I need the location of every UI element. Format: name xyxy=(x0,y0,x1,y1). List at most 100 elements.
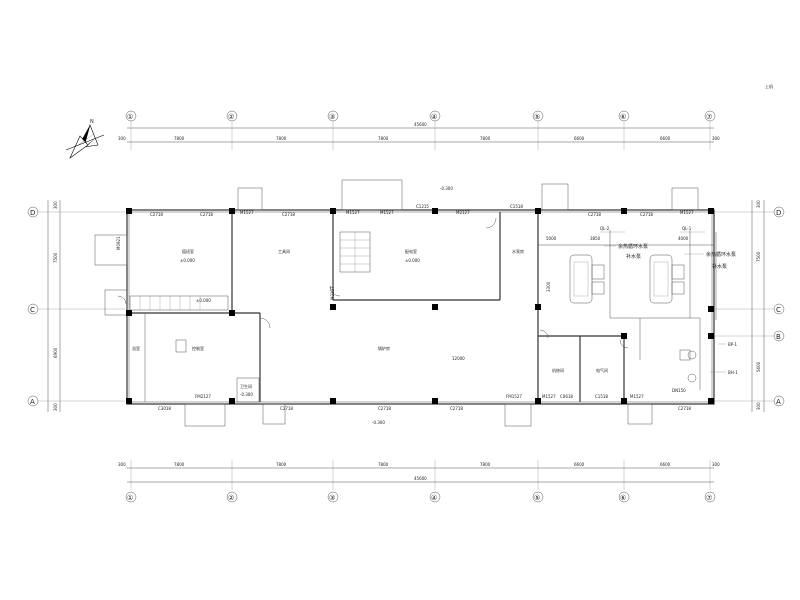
equipment-label: BP-1 xyxy=(728,342,738,347)
bottom-total-dim: 45600 xyxy=(414,476,427,481)
bottom-dim: 7800 xyxy=(276,462,287,467)
opening-label: FM2127 xyxy=(195,394,211,399)
left-axis-letters: D C A 300 7500 6900 300 xyxy=(27,200,125,412)
room-label: 电气间 xyxy=(596,367,608,373)
level-mark: ±0.000 xyxy=(196,298,211,303)
opening-label: C1518 xyxy=(595,394,608,399)
top-axis-numbers: ① ② ③ ④ ⑤ ⑥ ⑦ xyxy=(125,110,716,122)
opening-label: C2718 xyxy=(150,212,163,217)
opening-label: M2127 xyxy=(330,286,335,300)
opening-label: FM1527 xyxy=(506,394,522,399)
boiler-equipment: QL-2 QL-1 余热循环水泵 补水泵 余热循环水泵 补水泵 BP-1 BH-… xyxy=(452,226,738,393)
bottom-dim: 300 xyxy=(712,462,720,467)
right-axis-letters: D C B A 300 7500 5600 300 xyxy=(714,200,785,412)
north-arrow-icon: N xyxy=(65,119,105,159)
axis-d-left: D xyxy=(30,209,35,217)
axis-6-bottom: ⑥ xyxy=(620,494,626,502)
axis-4-bottom: ④ xyxy=(431,494,437,502)
axis-a-left: A xyxy=(30,398,35,406)
axis-c-left: C xyxy=(30,306,35,314)
equipment-label: 4000 xyxy=(678,236,689,241)
axis-2-bottom: ② xyxy=(228,494,234,502)
room-label: 水泵房 xyxy=(512,248,524,254)
right-dim: 7500 xyxy=(756,251,761,262)
axis-1-top: ① xyxy=(127,113,133,121)
opening-label: C2718 xyxy=(280,406,293,411)
building-walls xyxy=(94,179,715,427)
equipment-label: 补水泵 xyxy=(626,253,641,260)
opening-label: C3018 xyxy=(158,406,171,411)
equipment-label: 3300 xyxy=(546,281,551,292)
axis-7-top: ⑦ xyxy=(706,113,712,121)
axis-5-bottom: ⑤ xyxy=(534,494,540,502)
top-dim: 300 xyxy=(712,136,720,141)
right-dim: 5600 xyxy=(756,361,761,372)
bottom-dim: 300 xyxy=(118,462,126,467)
opening-label: M2127 xyxy=(456,210,470,215)
opening-label: C2718 xyxy=(450,406,463,411)
left-dim: 300 xyxy=(53,403,58,411)
level-mark: ±0.000 xyxy=(405,258,420,263)
axis-4-top: ④ xyxy=(431,113,437,121)
room-label: 值班室 xyxy=(182,248,194,254)
corner-label: 上机 xyxy=(765,83,773,89)
equipment-label: DN150 xyxy=(672,388,686,393)
bottom-axis-numbers: ① ② ③ ④ ⑤ ⑥ ⑦ xyxy=(125,491,716,503)
bottom-dim: 7800 xyxy=(480,462,491,467)
opening-label: M1527 xyxy=(346,210,360,215)
level-mark: -0.300 xyxy=(240,392,253,397)
opening-label: M1527 xyxy=(542,394,556,399)
room-labels: 值班室 工具间 配电室 水泵房 锅炉房 控制室 机修间 电气间 卫生间 浴室 xyxy=(132,248,608,389)
top-total-dim: 45600 xyxy=(414,122,427,127)
axis-c-right: C xyxy=(776,306,781,314)
top-dim: 6600 xyxy=(574,136,585,141)
north-label: N xyxy=(90,119,94,125)
top-dim: 6600 xyxy=(660,136,671,141)
left-dim: 6900 xyxy=(53,347,58,358)
right-dim: 300 xyxy=(756,200,761,208)
room-label: 卫生间 xyxy=(240,383,252,389)
opening-label: C2718 xyxy=(678,406,691,411)
equipment-label: 余热循环水泵 xyxy=(706,251,736,258)
axis-6-top: ⑥ xyxy=(620,113,626,121)
left-dim: 7500 xyxy=(53,252,58,263)
bottom-dim: 7800 xyxy=(378,462,389,467)
top-dim: 7800 xyxy=(276,136,287,141)
bottom-dimensions: 300 7800 7800 7800 7800 6600 6600 300 45… xyxy=(118,460,720,490)
opening-label: C1518 xyxy=(510,204,523,209)
right-dim: 300 xyxy=(756,402,761,410)
axis-3-top: ③ xyxy=(329,113,335,121)
bottom-dim: 6600 xyxy=(660,462,671,467)
top-dim: 7800 xyxy=(378,136,389,141)
axis-1-bottom: ① xyxy=(127,494,133,502)
equipment-label: QL-2 xyxy=(600,226,610,231)
room-label: 锅炉房 xyxy=(378,345,390,351)
equipment-label: 余热循环水泵 xyxy=(618,243,648,250)
door-swings xyxy=(117,217,629,349)
room-label: 浴室 xyxy=(132,345,140,351)
top-dim: 7800 xyxy=(174,136,185,141)
opening-label: M1527 xyxy=(630,394,644,399)
level-mark: -0.300 xyxy=(440,186,453,191)
equipment-label: 3850 xyxy=(590,236,601,241)
opening-label: M1527 xyxy=(380,210,394,215)
equipment-label: BH-1 xyxy=(728,370,738,375)
bottom-dim: 7800 xyxy=(174,462,185,467)
level-mark: ±0.000 xyxy=(180,258,195,263)
opening-label: C0618 xyxy=(560,394,573,399)
opening-label: M1527 xyxy=(680,210,694,215)
axis-d-right: D xyxy=(776,209,781,217)
room-label: 工具间 xyxy=(278,248,290,254)
opening-label: M1527 xyxy=(240,210,254,215)
room-label: 控制室 xyxy=(192,345,204,351)
opening-label: C2718 xyxy=(282,212,295,217)
axis-7-bottom: ⑦ xyxy=(706,494,712,502)
structural-columns xyxy=(126,208,714,404)
bottom-dim: 6600 xyxy=(574,462,585,467)
room-label: 机修间 xyxy=(552,367,564,373)
equipment-label: 5000 xyxy=(546,236,557,241)
opening-labels: C2718 C2718 M1527 C2718 M1527 M1527 C121… xyxy=(116,204,694,411)
axis-a-right: A xyxy=(776,398,781,406)
top-dim: 300 xyxy=(118,136,126,141)
